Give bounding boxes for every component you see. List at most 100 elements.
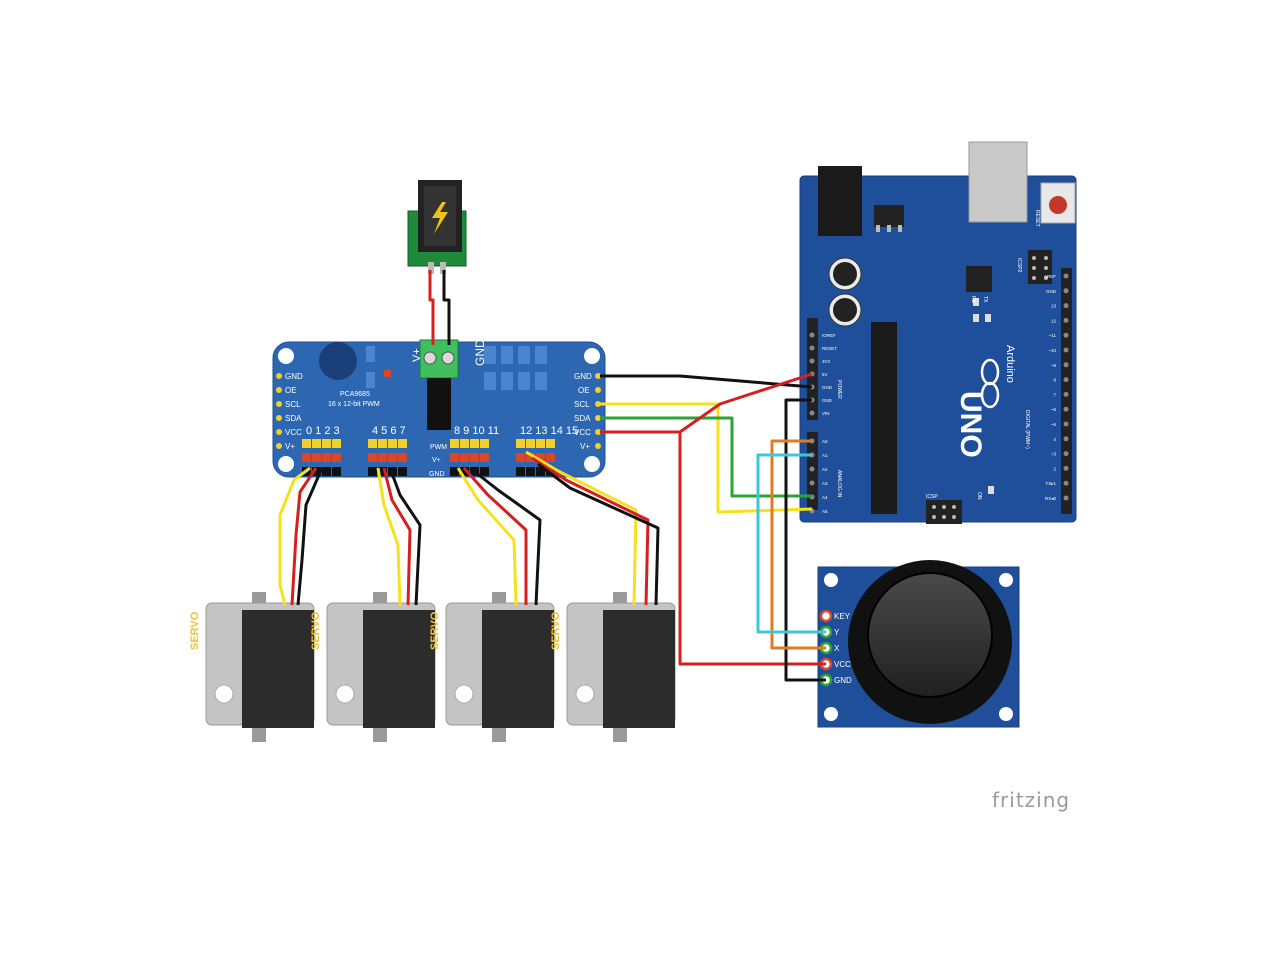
analog-header-label: A5 — [822, 509, 828, 514]
pca-left-pin-vplus: V+ — [285, 442, 295, 451]
digital-header-pin — [1063, 465, 1069, 471]
pca-chip-name: PCA9685 — [340, 391, 370, 398]
wire-joystick-x — [770, 439, 826, 650]
led-rx-label: RX — [970, 296, 976, 304]
servo-label: SERVO — [550, 611, 562, 650]
servo-motor: SERVO — [310, 592, 436, 742]
wire-jack-vplus — [428, 270, 435, 345]
digital-header-label: 13 — [1051, 304, 1057, 309]
power-bolt-icon — [432, 202, 448, 234]
header-pin-power — [322, 453, 331, 462]
reset-button[interactable] — [1049, 196, 1067, 214]
header-pin-power — [460, 453, 469, 462]
rail-label-vplus: V+ — [432, 457, 441, 464]
pca-right-pin-vplus: V+ — [580, 442, 590, 451]
pca-left-pin-oe: OE — [285, 386, 297, 395]
header-pin-signal — [516, 439, 525, 448]
digital-header-pin — [1063, 362, 1069, 368]
digital-header-label: 12 — [1051, 318, 1057, 323]
power-header-label: GND — [822, 398, 833, 403]
icsp2-label: ICSP2 — [1016, 258, 1022, 273]
header-pin-power — [378, 453, 387, 462]
header-pin-power — [332, 453, 341, 462]
servo-label: SERVO — [429, 611, 441, 650]
digital-header-pin — [1063, 421, 1069, 427]
digital-header-label: 7 — [1053, 392, 1056, 397]
joystick-pin-label: KEY — [834, 612, 851, 621]
usb-connector — [968, 141, 1028, 223]
header-pin-power — [312, 453, 321, 462]
servo3-signal-wire — [456, 467, 518, 606]
joystick-knob[interactable] — [867, 572, 993, 698]
rail-label-pwm: PWM — [430, 444, 447, 451]
servo-mount-hole — [335, 684, 355, 704]
analog-header-label: A3 — [822, 481, 828, 486]
digital-header-label: ~11 — [1049, 333, 1057, 338]
power-header-pin — [809, 345, 815, 351]
servo-label: SERVO — [189, 611, 201, 650]
servo2-ground-wire — [388, 467, 422, 606]
header-pin-signal — [546, 439, 555, 448]
analog-header-pin — [809, 480, 815, 486]
power-header-label: VIN — [822, 411, 830, 416]
channel-group-4-7: 4 5 6 7 — [372, 425, 406, 437]
power-header-label: 5V — [822, 372, 828, 377]
header-pin-signal — [526, 439, 535, 448]
arduino-model-text: UNO — [954, 391, 987, 458]
header-pin-power — [302, 453, 311, 462]
servo-mount-hole — [454, 684, 474, 704]
header-pin-ground — [378, 467, 387, 476]
wire-vcc-joystick — [678, 432, 826, 666]
header-pin-ground — [322, 467, 331, 476]
header-pin-power — [516, 453, 525, 462]
servo2-signal-wire — [376, 467, 402, 606]
power-header-pin — [809, 410, 815, 416]
terminal-label-vplus: V+ — [411, 348, 423, 362]
reset-label: RESET — [1034, 210, 1040, 227]
led-l-label: L — [970, 300, 976, 303]
header-pin-signal — [322, 439, 331, 448]
power-header-label: IOREF — [822, 333, 836, 338]
servo-body — [482, 610, 554, 728]
digital-header-pin — [1063, 451, 1069, 457]
header-pin-signal — [378, 439, 387, 448]
header-pin-signal — [398, 439, 407, 448]
joystick-pin-label: GND — [834, 676, 852, 685]
header-pin-power — [388, 453, 397, 462]
digital-header-pin — [1063, 303, 1069, 309]
header-pin-power — [526, 453, 535, 462]
servo-motor: SERVO — [550, 592, 676, 742]
servo1-ground-wire — [296, 467, 324, 606]
joystick-pin-label: X — [834, 644, 840, 653]
led-tx-label: TX — [982, 296, 988, 303]
dc-barrel-jack — [407, 180, 467, 274]
wire-sda — [600, 416, 812, 498]
on-led-label: ON — [976, 492, 982, 500]
atmega-chip — [871, 322, 897, 514]
servo-motor: SERVO — [189, 592, 315, 742]
digital-header-label: 8 — [1053, 378, 1056, 383]
servo2-power-wire — [382, 467, 412, 606]
channel-group-12-15: 12 13 14 15 — [520, 425, 578, 437]
digital-header-pin — [1063, 391, 1069, 397]
servo1-power-wire — [290, 467, 318, 606]
digital-header-label: ~5 — [1051, 422, 1057, 427]
digital-header-title: DIGITAL (PWM~) — [1024, 410, 1030, 449]
header-pin-signal — [368, 439, 377, 448]
header-pin-signal — [332, 439, 341, 448]
pca-left-pin-sda: SDA — [285, 414, 302, 423]
header-pin-signal — [480, 439, 489, 448]
digital-header-label: ~9 — [1051, 363, 1057, 368]
pca-right-pin-sda: SDA — [574, 414, 591, 423]
header-pin-signal — [470, 439, 479, 448]
power-jack — [818, 166, 862, 236]
power-header-label: RESET — [822, 346, 837, 351]
header-pin-signal — [460, 439, 469, 448]
header-pin-power — [536, 453, 545, 462]
digital-header-label: 4 — [1053, 437, 1056, 442]
header-pin-power — [450, 453, 459, 462]
digital-header-pin — [1063, 288, 1069, 294]
digital-header-pin — [1063, 317, 1069, 323]
